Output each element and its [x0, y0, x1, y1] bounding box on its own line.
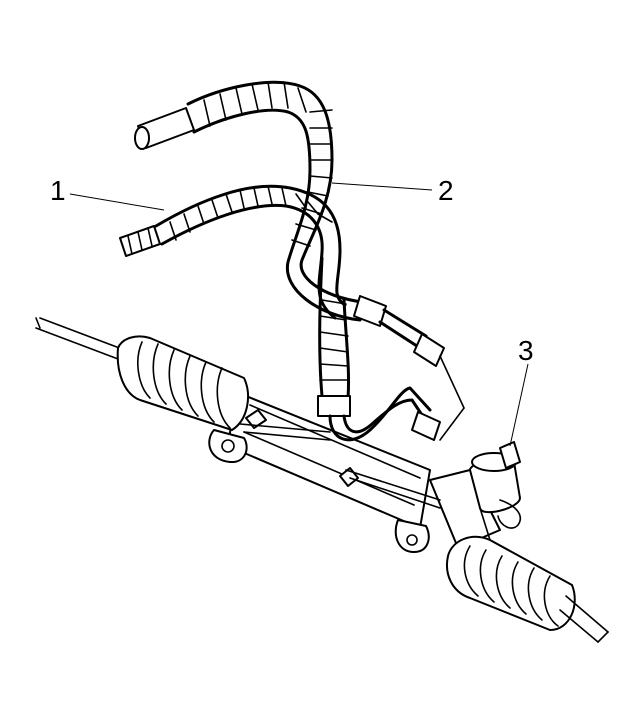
steering-rack-assembly — [35, 317, 609, 643]
right-tie-rod — [559, 595, 609, 643]
callout-3: 3 — [509, 335, 534, 447]
right-boot — [446, 535, 576, 631]
callout-1: 1 — [50, 175, 165, 211]
left-boot — [116, 335, 249, 431]
pressure-hose — [119, 184, 347, 320]
callout-2-label: 2 — [438, 175, 454, 206]
callout-2: 2 — [331, 175, 454, 206]
hydraulic-lines — [239, 256, 441, 509]
callout-3-label: 3 — [518, 335, 534, 366]
left-tie-rod — [35, 317, 131, 363]
pinion-valve-housing — [429, 441, 522, 549]
callout-1-label: 1 — [50, 175, 66, 206]
return-hose — [134, 80, 465, 441]
